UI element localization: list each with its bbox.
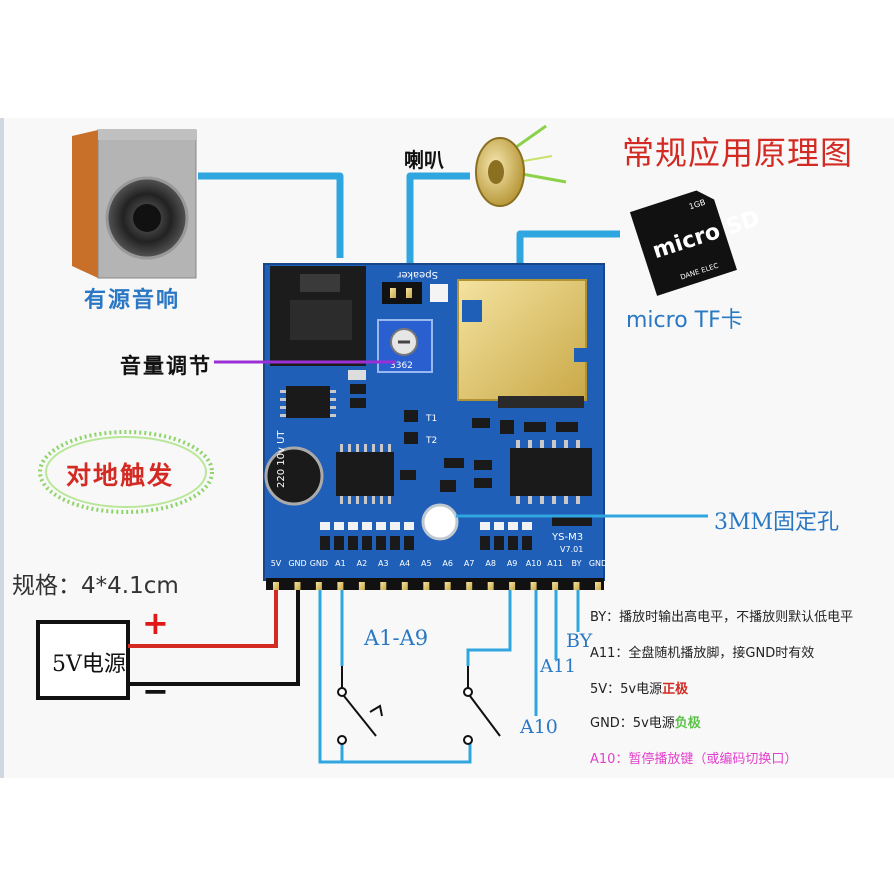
active-speaker-label: 有源音响	[84, 288, 181, 313]
pin-label-a4-6: A4	[400, 559, 411, 568]
power-supply-box	[36, 620, 130, 700]
ground-trigger-outline-inner	[45, 436, 207, 508]
pin-label-a9-11: A9	[507, 559, 518, 568]
mount-hole	[421, 503, 459, 541]
wire-horn-to-header	[406, 172, 470, 292]
header-pin-4	[358, 582, 365, 590]
note-a10: A10：暂停播放键（或编码切换口）	[590, 752, 798, 767]
header-pin-3	[337, 582, 344, 590]
pin-label-a1-3: A1	[335, 559, 346, 568]
wire-speaker-to-jack	[198, 172, 344, 258]
header-pin-12	[530, 582, 537, 590]
smd-components	[348, 370, 578, 492]
pin-label-gnd-15: GND	[589, 559, 607, 568]
note-5v-highlight: 正极	[662, 682, 689, 697]
header-pin-2	[315, 582, 322, 590]
micro-tf-label: micro TF卡	[626, 308, 743, 333]
pad-row-upper	[320, 522, 532, 530]
wire-gnd-negative	[128, 590, 300, 686]
horn-icon	[475, 124, 567, 207]
t2-silk-text: T2	[425, 436, 437, 446]
header-pin-7	[423, 582, 430, 590]
chip-flash	[510, 448, 592, 496]
push-switches	[337, 666, 501, 745]
pin-labels: 5V GND GND A1 A2 A3 A4 A5 A6 A7 A8 A9 A10 A11 BY GND	[271, 559, 607, 568]
pot-code-text: 3362	[390, 361, 413, 371]
speaker-silk-text: Speaker	[396, 269, 438, 280]
active-speaker-icon	[72, 129, 197, 279]
header-pin-8	[444, 582, 451, 590]
chip-decoder	[336, 452, 394, 496]
wire-a9	[466, 590, 512, 666]
mount-hole-label: 3MM固定孔	[714, 510, 840, 535]
t1-silk-text: T1	[425, 414, 437, 424]
wire-5v-positive	[128, 590, 278, 648]
pin-label-5v-0: 5V	[271, 559, 282, 568]
a10-label: A10	[520, 716, 558, 738]
plus-sign: +	[142, 604, 169, 642]
horn-label: 喇叭	[404, 148, 444, 172]
pin-label-a8-10: A8	[485, 559, 496, 568]
header-pin-6	[401, 582, 408, 590]
note-by: BY：播放时输出高电平，不播放则默认低电平	[590, 610, 854, 625]
cap-text: 220 10v UT	[276, 430, 287, 488]
a11-label: A11	[540, 656, 576, 677]
note-5v-prefix: 5V：5v电源	[590, 682, 663, 697]
pin-label-a5-7: A5	[421, 559, 432, 568]
electrolytic-capacitor	[264, 446, 324, 506]
a1-a9-label: A1-A9	[364, 626, 429, 650]
header-pin-9	[466, 582, 473, 590]
sd-slot	[457, 279, 587, 401]
pin-header-pins	[273, 582, 601, 590]
note-gnd: GND：5v电源负极	[590, 712, 701, 731]
note-gnd-prefix: GND：5v电源	[590, 716, 675, 731]
board-version-text: V7.01	[560, 545, 583, 554]
pcb-board: Speaker 3362	[263, 263, 607, 590]
pin-label-a11-13: A11	[547, 559, 563, 568]
pin-header-strip	[266, 578, 604, 590]
by-label: BY	[566, 630, 593, 652]
note-a11: A11：全盘随机播放脚，接GND时有效	[590, 646, 815, 661]
pin-label-a6-8: A6	[442, 559, 453, 568]
board-model-text: YS-M3	[551, 532, 583, 543]
header-pin-11	[509, 582, 516, 590]
ground-trigger-label: 对地触发	[66, 461, 175, 490]
switch-wiring	[318, 590, 580, 764]
pin-label-by-14: BY	[572, 559, 582, 568]
pin-label-gnd-2: GND	[310, 559, 328, 568]
header-pin-5	[380, 582, 387, 590]
note-5v: 5V：5v电源正极	[590, 678, 688, 697]
pin-label-a2-4: A2	[357, 559, 368, 568]
minus-sign: −	[142, 672, 169, 710]
header-pin-15	[595, 582, 601, 590]
psu-label: 5V电源	[52, 652, 126, 677]
note-gnd-highlight: 负极	[674, 716, 701, 731]
pin-label-a10-12: A10	[526, 559, 542, 568]
header-pin-10	[487, 582, 494, 590]
header-pin-0	[273, 582, 279, 590]
header-pin-1	[294, 582, 301, 590]
header-pin-13	[552, 582, 559, 590]
pin-label-a7-9: A7	[464, 559, 475, 568]
volume-label: 音量调节	[120, 354, 212, 378]
speaker-header	[382, 282, 422, 304]
chip-amplifier	[286, 386, 330, 418]
wire-gnd-bus	[318, 590, 472, 764]
pin-label-a3-5: A3	[378, 559, 389, 568]
ground-trigger-outline	[38, 430, 214, 514]
header-pin-14	[573, 582, 580, 590]
pad-row-lower	[320, 536, 532, 550]
pin-label-gnd-1: GND	[288, 559, 306, 568]
spec-label: 规格：4*4.1cm	[12, 573, 179, 599]
frame-edge	[0, 118, 4, 778]
diagram-title: 常规应用原理图	[622, 134, 854, 172]
